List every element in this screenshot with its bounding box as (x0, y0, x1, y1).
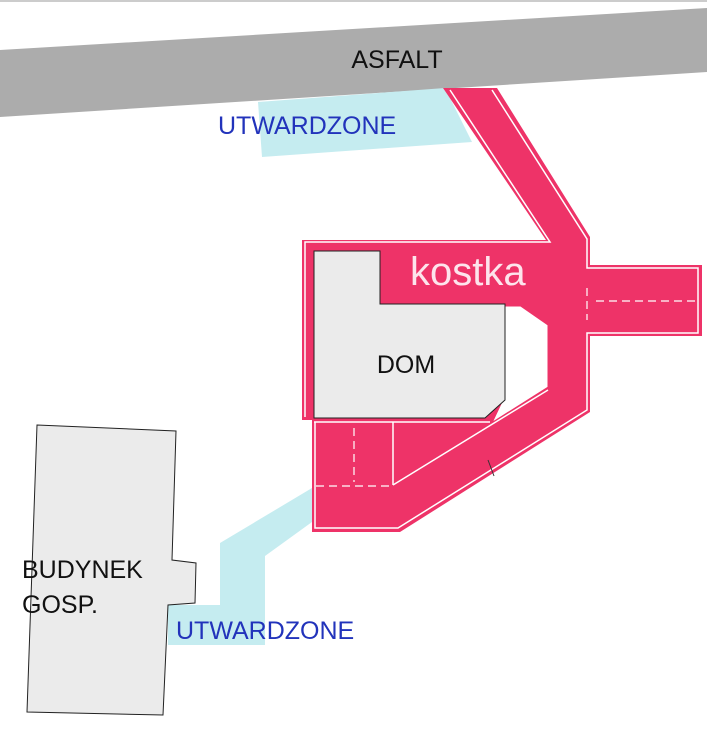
paved-top-label: UTWARDZONE (218, 112, 396, 140)
marker-tick (487, 459, 495, 477)
paving-label: kostka (410, 250, 526, 294)
paving-outline (314, 89, 699, 529)
paved-area-bottom (168, 488, 312, 645)
paving-outline (304, 89, 552, 417)
house-building (313, 250, 506, 419)
paving-line (392, 389, 549, 486)
paved-bottom-label: UTWARDZONE (176, 617, 354, 645)
asphalt-road (0, 8, 707, 117)
asphalt-label: ASFALT (351, 46, 442, 74)
paved-area-top (258, 88, 472, 157)
outbuilding-label-line1: BUDYNEK (22, 556, 143, 584)
house-label: DOM (377, 351, 435, 379)
outbuilding (26, 424, 197, 716)
outbuilding-label-line2: GOSP. (22, 591, 98, 619)
